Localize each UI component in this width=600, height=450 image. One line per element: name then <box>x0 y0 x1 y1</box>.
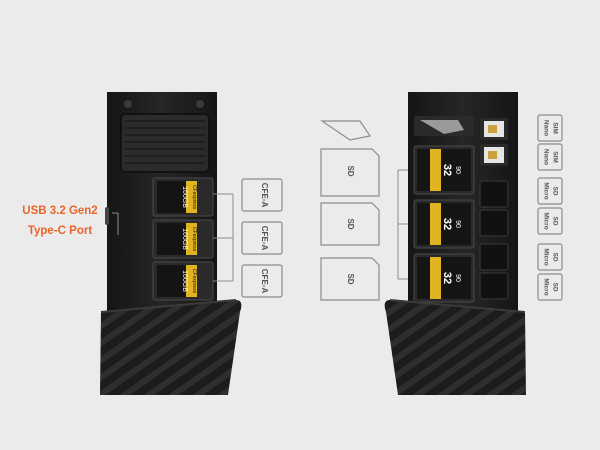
pin-tool-outline <box>320 120 371 141</box>
right-slot-label: Nano <box>542 120 549 136</box>
card-capacity: 160GB <box>181 270 188 292</box>
right-slot-label: SIM <box>551 151 558 163</box>
card-capacity: 160GB <box>181 186 188 208</box>
nano-sim-card <box>480 144 508 166</box>
sd-speed: 90 <box>454 274 461 282</box>
sd-capacity: 32 <box>441 218 453 230</box>
cfexpress-card: 160GB CFexpress <box>157 265 197 297</box>
left-device: 160GB CFexpress 160GB CFexpress 160GB CF… <box>100 92 242 395</box>
sd-capacity: 32 <box>441 272 453 284</box>
usb-c-port <box>105 207 109 225</box>
right-slot-label: SD <box>551 282 558 291</box>
right-slot-label: Nano <box>542 149 549 165</box>
sd-outline-label: SD <box>346 218 355 229</box>
right-device: 32 90 32 90 32 90 <box>384 92 526 395</box>
cfe-a-outline <box>241 178 283 298</box>
nano-sim-card <box>480 118 508 140</box>
sd-speed: 90 <box>454 166 461 174</box>
sd-card: 32 90 <box>413 145 475 195</box>
left-grip <box>100 300 242 395</box>
sd-outline-label: SD <box>346 165 355 176</box>
sd-capacity: 32 <box>441 164 453 176</box>
right-grip <box>384 300 526 395</box>
right-slot-outline <box>537 114 563 301</box>
card-brand: CFexpress <box>191 269 197 294</box>
right-slot-label: SD <box>551 186 558 195</box>
right-slot-label: Micro <box>542 182 549 199</box>
sd-speed: 90 <box>454 220 461 228</box>
screw <box>124 100 132 108</box>
usb-callout-bracket <box>112 212 119 235</box>
micro-sd-card <box>479 180 509 300</box>
card-brand: CFexpress <box>191 185 197 210</box>
right-slot-label: Micro <box>542 278 549 295</box>
cfexpress-card: 160GB CFexpress <box>157 181 197 213</box>
right-slot-label: SIM <box>551 122 558 134</box>
sd-outline-label: SD <box>346 273 355 284</box>
card-capacity: 160GB <box>181 228 188 250</box>
cfexpress-card: 160GB CFexpress <box>157 223 197 255</box>
screw <box>196 100 204 108</box>
right-slot-label: Micro <box>542 248 549 265</box>
sd-card: 32 90 <box>413 253 475 303</box>
cfe-a-label: CFE-A <box>260 269 269 294</box>
vent-lines <box>125 120 205 164</box>
sd-card: 32 90 <box>413 199 475 249</box>
usb-callout-line2: Type-C Port <box>27 225 93 237</box>
right-slot-label: SD <box>551 252 558 261</box>
pin-tool <box>420 120 464 134</box>
card-brand: CFexpress <box>191 227 197 252</box>
right-slot-label: Micro <box>542 212 549 229</box>
sd-outline <box>320 148 380 301</box>
usb-callout-line1: USB 3.2 Gen2 <box>22 205 98 217</box>
cfe-bracket <box>213 193 234 282</box>
cfe-a-label: CFE-A <box>260 226 269 251</box>
right-slot-label: SD <box>551 216 558 225</box>
cfe-a-label: CFE-A <box>260 183 269 208</box>
